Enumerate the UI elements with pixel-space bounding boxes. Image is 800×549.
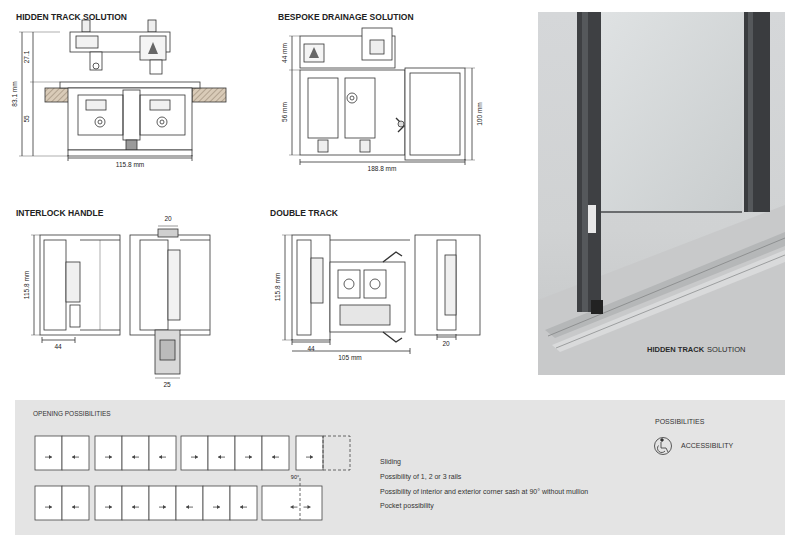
dimension-label: 44	[54, 343, 61, 350]
pane-box	[262, 436, 289, 470]
dimension-label: 56 mm	[281, 102, 288, 122]
direction-arrow	[159, 455, 162, 459]
dimension-label: 55	[23, 115, 30, 122]
pane-box	[122, 436, 149, 470]
direction-arrow	[163, 505, 166, 509]
direction-arrow	[291, 505, 294, 509]
pane-box	[95, 436, 122, 470]
option-text: Possibility of interior and exterior cor…	[380, 488, 588, 496]
drawing-title: DOUBLE TRACK	[270, 209, 338, 218]
pane-box	[62, 436, 89, 470]
option-text: Possibility of 1, 2 or 3 rails	[380, 473, 461, 481]
pane-box	[95, 486, 122, 520]
dimension-label: 115.8 mm	[116, 161, 144, 168]
dimension-label: 115.8 mm	[274, 273, 281, 301]
pane-box	[35, 486, 62, 520]
direction-arrow	[218, 455, 221, 459]
dimension-label: 44 mm	[281, 43, 288, 63]
pane-box	[203, 486, 230, 520]
pane-box	[122, 486, 149, 520]
dimension-label: 188.8 mm	[368, 165, 397, 172]
dimension-label: 105 mm	[338, 354, 361, 361]
drawing-title: INTERLOCK HANDLE	[16, 209, 103, 218]
drawing-title: HIDDEN TRACK SOLUTION	[16, 13, 127, 22]
pane-box	[208, 436, 235, 470]
direction-arrow	[49, 505, 52, 509]
direction-arrow	[109, 455, 112, 459]
section-heading: OPENING POSSIBILITIES	[33, 410, 111, 417]
direction-arrow	[186, 505, 189, 509]
photo-caption: SOLUTION	[707, 346, 745, 354]
direction-arrow	[195, 455, 198, 459]
pane-box	[181, 436, 208, 470]
direction-arrow	[310, 455, 313, 459]
dimension-label: 20	[442, 340, 449, 347]
pane-box	[230, 486, 257, 520]
dimension-label: 44	[307, 345, 314, 352]
direction-arrow	[240, 505, 243, 509]
direction-arrow	[72, 455, 75, 459]
direction-arrow	[272, 455, 275, 459]
option-text: Pocket possibility	[380, 502, 434, 510]
pane-box	[296, 436, 323, 470]
photo-caption: HIDDEN TRACK	[647, 346, 704, 354]
pane-box	[262, 486, 322, 520]
dimension-label: 20	[164, 215, 171, 222]
dimension-label: 25	[163, 381, 170, 388]
direction-arrow	[249, 455, 252, 459]
options-band: OPENING POSSIBILITIES SlidingPossibility …	[15, 400, 785, 535]
scheme-line	[300, 478, 301, 520]
pane-box	[235, 436, 262, 470]
pocket-outline	[323, 436, 350, 470]
pane-box	[176, 486, 203, 520]
direction-arrow	[49, 455, 52, 459]
dimension-label: 100 mm	[476, 102, 483, 125]
option-text: Sliding	[380, 458, 401, 466]
direction-arrow	[132, 505, 135, 509]
angle-label: 90°	[291, 474, 299, 480]
pane-box	[62, 486, 89, 520]
dimension-label: 27.1	[23, 51, 30, 64]
direction-arrow	[72, 505, 75, 509]
pane-box	[149, 436, 176, 470]
direction-arrow	[132, 455, 135, 459]
dimension-label: 115.8 mm	[23, 271, 30, 299]
option-text: ACCESSIBILITY	[681, 442, 733, 450]
pane-box	[149, 486, 176, 520]
drawing-title: BESPOKE DRAINAGE SOLUTION	[278, 13, 414, 22]
direction-arrow	[109, 505, 112, 509]
pane-box	[35, 436, 62, 470]
section-heading: POSSIBILITIES	[655, 418, 704, 426]
direction-arrow	[217, 505, 220, 509]
direction-arrow	[308, 505, 311, 509]
dimension-label: 83.1 mm	[11, 81, 18, 106]
